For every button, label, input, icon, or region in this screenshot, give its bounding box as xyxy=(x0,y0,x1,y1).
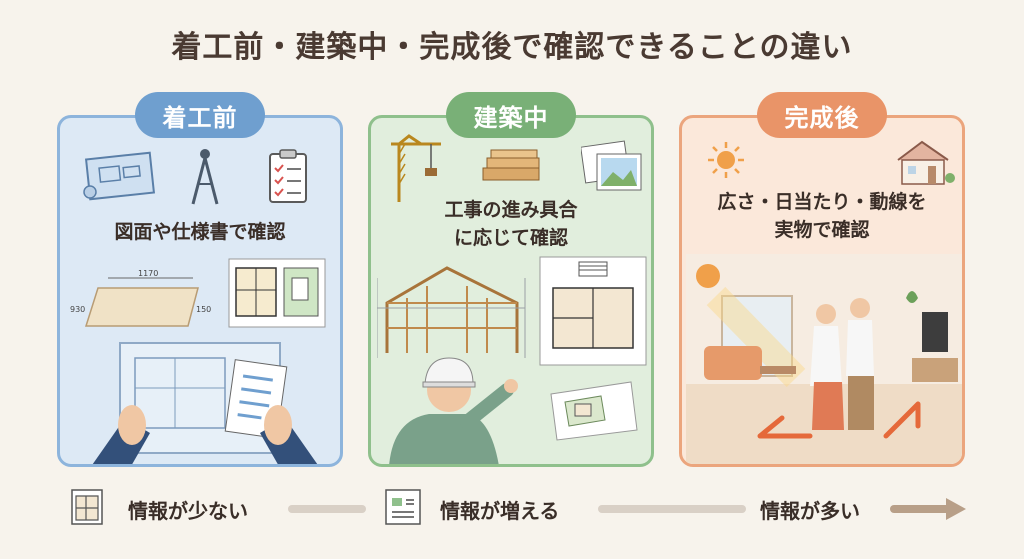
lumber-icon xyxy=(482,149,540,181)
house-frame-illustration xyxy=(377,266,526,358)
stage-label-before: 着工前 xyxy=(135,92,265,138)
caption-after-line1: 広さ・日当たり・動線を xyxy=(717,191,927,213)
arrow-right-icon xyxy=(890,498,966,520)
caption-during-line2: に応じて確認 xyxy=(453,227,568,249)
checklist-icon xyxy=(269,149,307,203)
document-icon xyxy=(385,489,421,525)
floorplan-sheet xyxy=(228,258,326,328)
stage-label-during: 建築中 xyxy=(446,92,576,138)
blueprint-roll-icon xyxy=(83,151,156,201)
dim-right: 150 xyxy=(196,305,211,314)
page-title: 着工前・建築中・完成後で確認できることの違い xyxy=(171,30,853,65)
living-room-illustration xyxy=(686,254,962,464)
info-level-low: 情報が少ない xyxy=(128,499,248,523)
info-level-medium: 情報が増える xyxy=(440,499,560,523)
floor-drawing: 1170 930 150 xyxy=(70,269,211,327)
dim-top: 1170 xyxy=(138,269,158,278)
sun-icon xyxy=(708,142,744,178)
hands-holding-plans xyxy=(92,342,318,464)
progress-bar-1 xyxy=(288,505,366,513)
caption-before: 図面や仕様書で確認 xyxy=(114,221,286,243)
photos-icon xyxy=(581,140,642,191)
house-icon xyxy=(897,140,955,185)
caption-during-line1: 工事の進み具合 xyxy=(444,199,578,221)
dim-left: 930 xyxy=(70,305,85,314)
floorplan-icon xyxy=(71,489,103,525)
panel-before-construction: 図面や仕様書で確認 1170 930 150 xyxy=(57,115,343,467)
panel-during-construction: 工事の進み具合 に応じて確認 xyxy=(368,115,654,467)
panel-after-completion: 広さ・日当たり・動線を 実物で確認 xyxy=(679,115,965,467)
crane-icon xyxy=(391,134,441,202)
progress-bar-2 xyxy=(598,505,746,513)
floorplan-drawing xyxy=(539,256,647,366)
site-plan-sheet xyxy=(550,381,638,441)
compass-icon xyxy=(191,149,219,205)
worker-illustration xyxy=(389,357,518,464)
caption-after-line2: 実物で確認 xyxy=(774,219,870,241)
info-level-high: 情報が多い xyxy=(760,499,860,523)
stage-label-after: 完成後 xyxy=(757,92,887,138)
